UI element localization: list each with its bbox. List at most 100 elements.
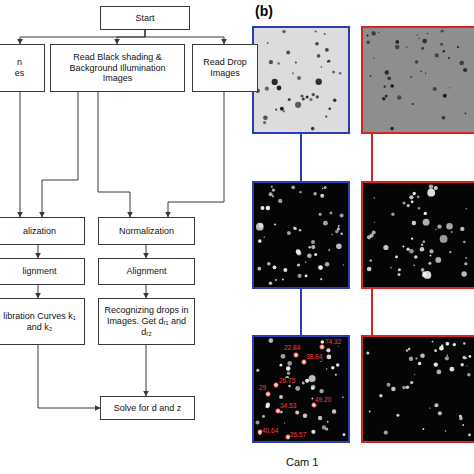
drop-dot: [466, 208, 468, 210]
drop-dot: [465, 357, 467, 359]
drop-dot: [302, 382, 305, 385]
drop-dot: [264, 236, 265, 237]
panel-border: [253, 336, 349, 442]
drop-dot: [429, 407, 430, 408]
drop-dot: [338, 225, 340, 227]
drop-dot: [374, 197, 375, 198]
drop-dot: [367, 235, 371, 239]
drop-dot: [317, 54, 321, 58]
drop-dot: [311, 397, 313, 399]
drop-dot: [390, 84, 394, 88]
drop-dot: [417, 196, 420, 199]
recognized-image: [253, 336, 349, 442]
drop-dot: [434, 403, 438, 407]
drop-dot: [287, 361, 292, 366]
drop-dot: [287, 231, 291, 235]
drop-dot: [449, 251, 451, 253]
drop-dot: [411, 238, 413, 240]
drop-dot: [287, 372, 290, 375]
drop-dot: [465, 257, 467, 259]
flow-arrow: [20, 30, 145, 44]
drop-dot: [413, 265, 414, 266]
drop-dot: [434, 186, 438, 190]
drop-dot: [294, 227, 297, 230]
drop-dot: [282, 30, 285, 33]
drop-dot: [385, 70, 389, 74]
drop-dot: [315, 30, 317, 32]
drop-dot: [408, 348, 410, 350]
drop-dot: [277, 62, 279, 64]
drop-dot: [468, 434, 471, 437]
drop-dot: [335, 374, 337, 376]
drop-dot: [303, 414, 307, 418]
drop-dot: [414, 255, 418, 259]
drop-dot: [316, 79, 322, 85]
drop-dot: [437, 224, 441, 228]
drop-dot: [403, 202, 406, 205]
drop-dot: [269, 192, 273, 196]
drop-dot: [435, 257, 441, 263]
drop-dot: [275, 279, 277, 281]
drop-dot: [320, 194, 324, 198]
drop-dot: [382, 97, 385, 100]
box-text: alization: [23, 226, 56, 237]
drop-dot: [262, 415, 265, 418]
drop-dot: [461, 271, 466, 276]
box-text: Recognizing drops in Images. Get dᵣ₁ and…: [103, 305, 190, 337]
drop-dot: [447, 355, 448, 356]
drop-dot: [367, 267, 372, 272]
drop-dot: [342, 396, 344, 398]
drop-dot: [312, 93, 315, 96]
drop-dot: [445, 430, 447, 432]
drop-dot: [313, 192, 316, 195]
drop-dot: [396, 414, 399, 417]
drop-dot: [292, 72, 294, 74]
drop-dot: [273, 265, 277, 269]
drop-dot: [402, 386, 406, 390]
drop-dot: [415, 358, 417, 360]
drop-dot: [256, 223, 264, 231]
drop-dot: [311, 127, 315, 131]
box-text: Read Drop Images: [197, 57, 253, 79]
drop-dot: [413, 192, 416, 195]
drop-dot: [272, 79, 278, 85]
drop-dot: [305, 261, 307, 263]
drop-dot: [371, 31, 375, 35]
drop-dot: [438, 411, 442, 415]
drop-dot: [266, 206, 270, 210]
drop-dot: [387, 383, 391, 387]
drop-dot: [395, 45, 400, 50]
raw-image: [253, 27, 349, 133]
drop-dot: [258, 239, 262, 243]
drop-dot: [324, 186, 327, 189]
drop-dot: [299, 229, 301, 231]
drop-dot: [280, 107, 284, 111]
drop-dot: [291, 185, 295, 189]
drop-dot: [395, 256, 398, 259]
flow-arrow: [42, 92, 78, 217]
drop-dot: [263, 116, 268, 121]
drop-dot: [367, 34, 369, 36]
drop-dot: [275, 109, 277, 111]
drop-dot: [442, 116, 446, 120]
drop-dot: [297, 263, 300, 266]
panel-border: [253, 182, 349, 288]
drop-dot: [440, 43, 443, 46]
drop-dot: [283, 268, 287, 272]
drop-dot: [293, 227, 295, 229]
drop-dot: [256, 420, 260, 424]
drop-dot: [269, 60, 273, 64]
drop-dot: [340, 232, 343, 235]
drop-dot: [383, 245, 388, 250]
flow-arrow: [38, 245, 39, 258]
image-panels: [253, 27, 474, 442]
drop-dot: [288, 98, 291, 101]
process-box: Alignment: [98, 258, 195, 285]
drop-dot: [271, 186, 273, 188]
drop-dot: [311, 245, 315, 249]
drop-dot: [418, 38, 419, 39]
drop-dot: [374, 222, 375, 223]
recognized-image: [362, 336, 474, 442]
drop-dot: [423, 428, 425, 430]
drop-dot: [297, 251, 302, 256]
